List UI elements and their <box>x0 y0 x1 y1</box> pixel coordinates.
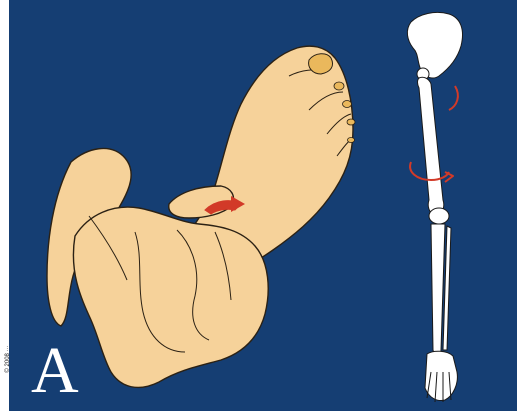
toenail-4 <box>347 119 355 125</box>
hip-rotation-arc <box>449 86 458 110</box>
patella-bone <box>429 208 449 224</box>
toenail-5 <box>348 138 355 143</box>
figure-illustration <box>9 0 517 411</box>
toenail-2 <box>334 82 344 90</box>
femur-bone <box>418 77 444 214</box>
big-toenail <box>309 54 333 74</box>
skeleton-foot-bones <box>425 351 457 400</box>
thigh-rotation-arrowhead <box>445 172 453 182</box>
figure-panel-a: A <box>9 0 517 411</box>
leg-skeleton <box>407 12 462 402</box>
foot-illustration <box>47 46 355 387</box>
pelvis-bone <box>407 12 462 78</box>
toenail-3 <box>343 101 352 108</box>
panel-label: A <box>31 338 79 404</box>
tibia-bone <box>431 224 445 357</box>
midfoot-bone-block <box>73 207 268 387</box>
